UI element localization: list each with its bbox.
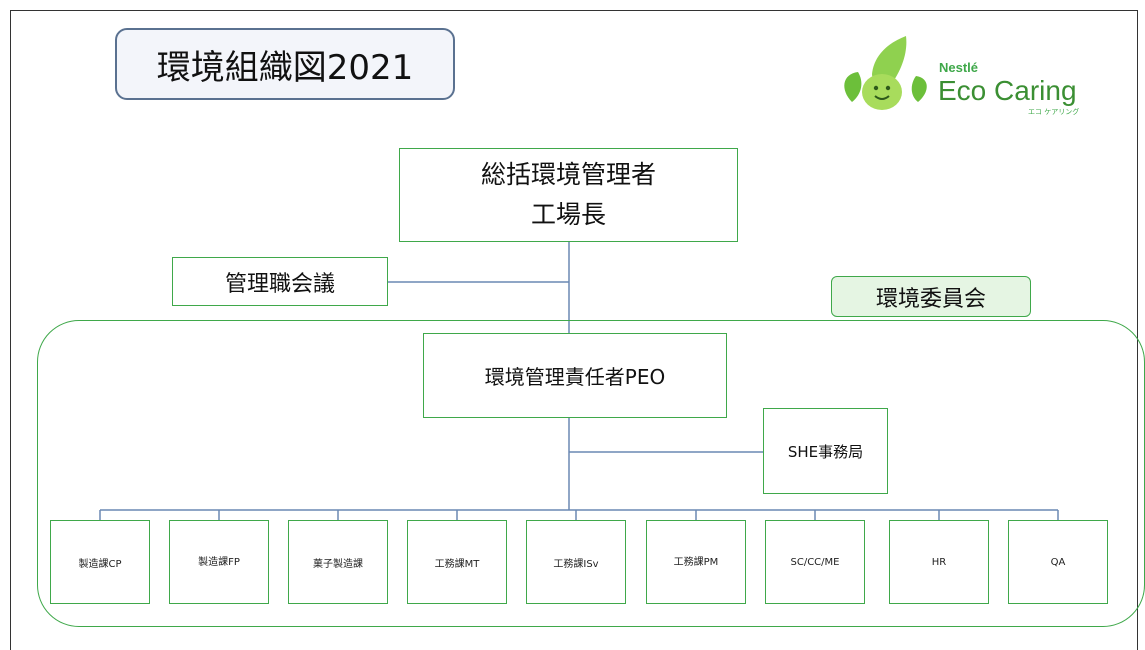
- top-leaf-icon: [872, 36, 907, 87]
- she-secretariat-box: SHE事務局: [763, 408, 888, 494]
- top-role-subtitle: 工場長: [530, 200, 606, 229]
- department-box: 工務課ISv: [526, 520, 626, 604]
- mascot-face-icon: [862, 74, 902, 110]
- department-box: SC/CC/ME: [765, 520, 865, 604]
- left-leaf-icon: [844, 72, 862, 102]
- general-environment-manager-box: 総括環境管理者 工場長: [399, 148, 738, 242]
- department-box: 工務課MT: [407, 520, 507, 604]
- environment-committee-label: 環境委員会: [831, 276, 1031, 317]
- department-box: 工務課PM: [646, 520, 746, 604]
- logo-name-text: Eco Caring: [938, 75, 1077, 106]
- slide-frame: [10, 10, 1138, 650]
- department-box: HR: [889, 520, 989, 604]
- department-box: 菓子製造課: [288, 520, 388, 604]
- logo-sub-text: エコ ケアリング: [1028, 107, 1079, 116]
- management-meeting-box: 管理職会議: [172, 257, 388, 306]
- brand-text: Nestlé: [939, 60, 978, 75]
- peo-box: 環境管理責任者PEO: [423, 333, 727, 418]
- eco-caring-logo: Nestlé Eco Caring エコ ケアリング: [832, 30, 1102, 120]
- department-box: 製造課FP: [169, 520, 269, 604]
- right-leaf-icon: [911, 76, 927, 102]
- department-box: 製造課CP: [50, 520, 150, 604]
- department-box: QA: [1008, 520, 1108, 604]
- top-role-title: 総括環境管理者: [480, 160, 656, 189]
- page-title: 環境組織図2021: [115, 28, 455, 100]
